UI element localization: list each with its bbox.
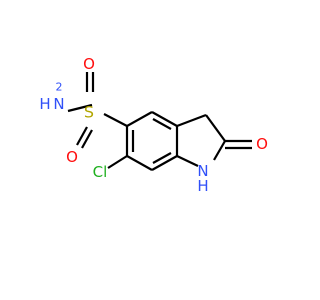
molecule-diagram: H N 2 S O O Cl N H O	[39, 55, 268, 195]
bond-c4-c3a-inner	[152, 118, 172, 130]
bond-c2-n1	[213, 140, 226, 161]
ring-nitrogen: N	[197, 162, 208, 180]
ring-nh-hydrogen: H	[197, 177, 208, 195]
bond-c5-s	[103, 113, 128, 127]
carbonyl-oxygen: O	[256, 135, 268, 153]
bond-n1-c7a	[176, 155, 199, 167]
bond-c7a-c7	[151, 155, 178, 171]
bond-s-o-bottom-second	[81, 129, 93, 149]
bond-c7a-c7-inner	[152, 152, 172, 164]
bond-c3-c2	[205, 114, 226, 142]
bond-c5-c4	[126, 111, 153, 127]
amine-nitrogen: N	[53, 95, 64, 113]
chlorine-atom: Cl	[93, 163, 108, 181]
sulfonyl-oxygen-bottom: O	[66, 148, 78, 166]
bond-c3a-c3	[176, 113, 207, 128]
bond-c4-c3a	[151, 111, 178, 127]
bond-c6-cl	[107, 155, 128, 169]
amine-subscript: 2	[56, 81, 63, 94]
sulfur-atom: S	[84, 103, 94, 122]
bond-c7-c6	[126, 155, 153, 171]
amine-hydrogen: H	[39, 95, 50, 113]
bond-s-o-bottom	[76, 126, 88, 146]
bond-s-n	[67, 103, 93, 113]
sulfonyl-oxygen-top: O	[83, 55, 95, 73]
structure-svg: H N 2 S O O Cl N H O	[39, 55, 268, 195]
